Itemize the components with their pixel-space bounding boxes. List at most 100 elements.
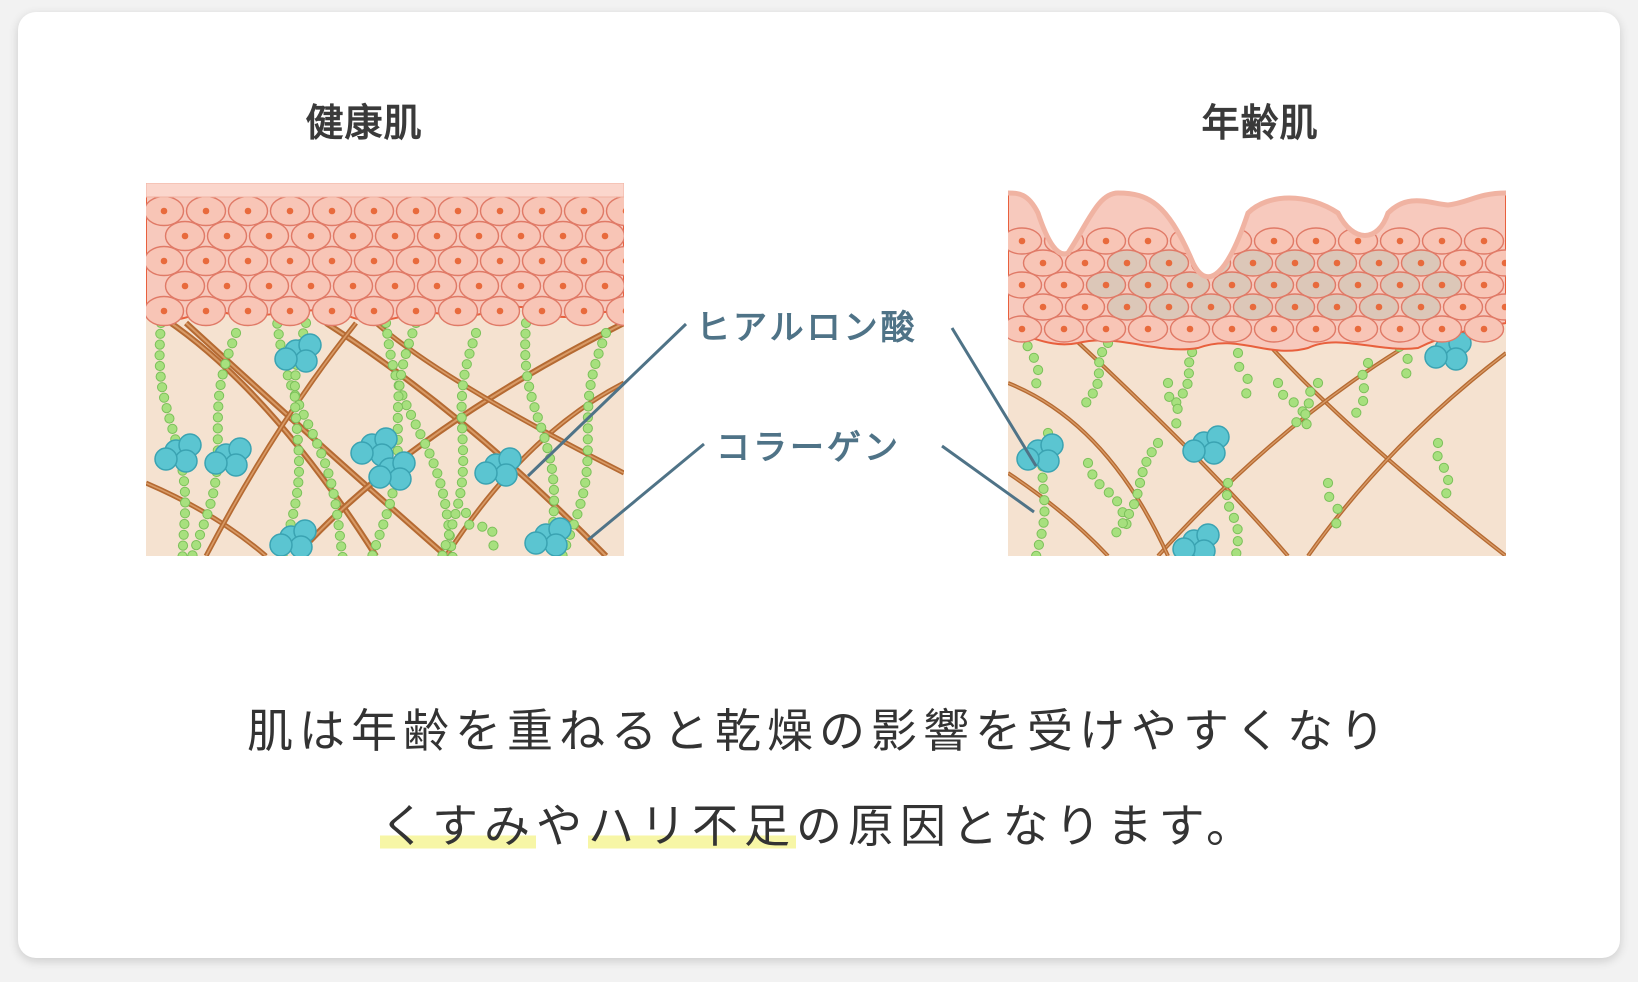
cell-nucleus xyxy=(307,282,315,290)
cell-nucleus xyxy=(1081,303,1089,311)
caption-connector: や xyxy=(535,799,588,853)
cell-nucleus xyxy=(1081,259,1089,267)
cell-nucleus xyxy=(202,257,210,265)
collagen-bead xyxy=(202,509,213,520)
cell-nucleus xyxy=(244,207,252,215)
cell-nucleus xyxy=(454,257,462,265)
collagen-bead xyxy=(587,369,598,380)
collagen-bead xyxy=(459,369,470,380)
cell-nucleus xyxy=(1375,259,1383,267)
cell-nucleus xyxy=(1354,237,1362,245)
cell-nucleus xyxy=(580,307,588,315)
highlight-lack-of-firmness: ハリ不足 xyxy=(587,799,796,853)
collagen-bead xyxy=(1322,477,1334,489)
collagen-bead xyxy=(600,327,612,339)
hyaluronic-acid-molecule xyxy=(368,465,392,489)
healthy-skin-title: 健康肌 xyxy=(305,101,423,145)
cell-nucleus xyxy=(601,232,609,240)
collagen-bead xyxy=(539,432,550,443)
collagen-bead xyxy=(392,423,403,434)
collagen-bead xyxy=(293,466,305,477)
collagen-bead xyxy=(1177,388,1188,399)
collagen-bead xyxy=(178,476,190,487)
collagen-bead xyxy=(393,391,404,402)
collagen-bead xyxy=(273,329,284,340)
collagen-bead xyxy=(290,402,301,413)
hyaluronic-acid-molecule xyxy=(204,451,228,475)
collagen-bead xyxy=(572,509,583,520)
cell-nucleus xyxy=(1396,237,1404,245)
wrinkle-line xyxy=(1008,190,1506,280)
cell-nucleus xyxy=(1102,281,1110,289)
cell-nucleus xyxy=(1417,259,1425,267)
epidermis-cell xyxy=(605,195,624,227)
cell-nucleus xyxy=(1186,325,1194,333)
cell-nucleus xyxy=(1228,325,1236,333)
cell-nucleus xyxy=(370,307,378,315)
cell-nucleus xyxy=(454,207,462,215)
cell-nucleus xyxy=(307,232,315,240)
cell-nucleus xyxy=(1039,303,1047,311)
collagen-bead xyxy=(1146,447,1157,458)
hyaluronic-acid-molecule xyxy=(154,447,178,471)
cell-nucleus xyxy=(1102,325,1110,333)
collagen-bead xyxy=(1358,383,1369,394)
collagen-bead xyxy=(549,495,560,506)
cell-nucleus xyxy=(370,207,378,215)
collagen-bead xyxy=(400,348,411,360)
collagen-bead xyxy=(456,412,467,423)
collagen-bead xyxy=(212,434,223,445)
collagen-bead xyxy=(191,540,202,551)
collagen-bead xyxy=(477,521,488,532)
collagen-bead xyxy=(288,508,299,519)
collagen-bead xyxy=(381,509,392,520)
hyaluronic-acid-molecule xyxy=(274,347,298,371)
collagen-bead xyxy=(447,519,458,530)
cell-nucleus xyxy=(181,232,189,240)
cell-nucleus xyxy=(1165,259,1173,267)
collagen-bead xyxy=(1358,395,1369,407)
collagen-bead xyxy=(215,379,226,391)
cell-nucleus xyxy=(328,307,336,315)
collagen-bead xyxy=(585,379,596,391)
collagen-bead xyxy=(378,519,389,530)
collagen-bead xyxy=(154,360,165,372)
cell-nucleus xyxy=(1165,303,1173,311)
cell-nucleus xyxy=(622,208,624,214)
leader-hyaluronic-left xyxy=(526,322,688,478)
cell-nucleus xyxy=(601,282,609,290)
collagen-bead xyxy=(223,348,234,359)
collagen-bead xyxy=(520,339,531,350)
cell-nucleus xyxy=(1312,325,1320,333)
collagen-bead xyxy=(290,413,302,424)
collagen-bead xyxy=(548,506,559,517)
cell-nucleus xyxy=(517,232,525,240)
collagen-bead xyxy=(520,328,531,339)
collagen-bead xyxy=(1222,477,1234,489)
collagen-bead xyxy=(405,409,417,420)
cell-nucleus xyxy=(1102,237,1110,245)
collagen-bead xyxy=(212,412,224,423)
collagen-bead xyxy=(374,529,385,540)
collagen-bead xyxy=(227,338,238,349)
collagen-bead xyxy=(214,390,225,401)
collagen-bead xyxy=(437,550,448,556)
cell-nucleus xyxy=(1480,325,1488,333)
collagen-bead xyxy=(467,338,478,349)
collagen-bead xyxy=(1171,418,1182,429)
collagen-bead xyxy=(1172,403,1183,414)
leader-collagen-left xyxy=(587,442,705,542)
cell-nucleus xyxy=(1207,303,1215,311)
cell-nucleus xyxy=(391,232,399,240)
collagen-bead xyxy=(1441,488,1452,499)
cell-nucleus xyxy=(412,307,420,315)
collagen-bead xyxy=(398,359,409,370)
collagen-bead xyxy=(1300,409,1311,420)
cell-nucleus xyxy=(1228,281,1236,289)
hyaluronic-acid-molecule xyxy=(1172,537,1196,556)
collagen-bead xyxy=(1031,378,1042,389)
cell-nucleus xyxy=(349,282,357,290)
collagen-bead xyxy=(1093,368,1105,379)
collagen-bead xyxy=(456,401,467,412)
